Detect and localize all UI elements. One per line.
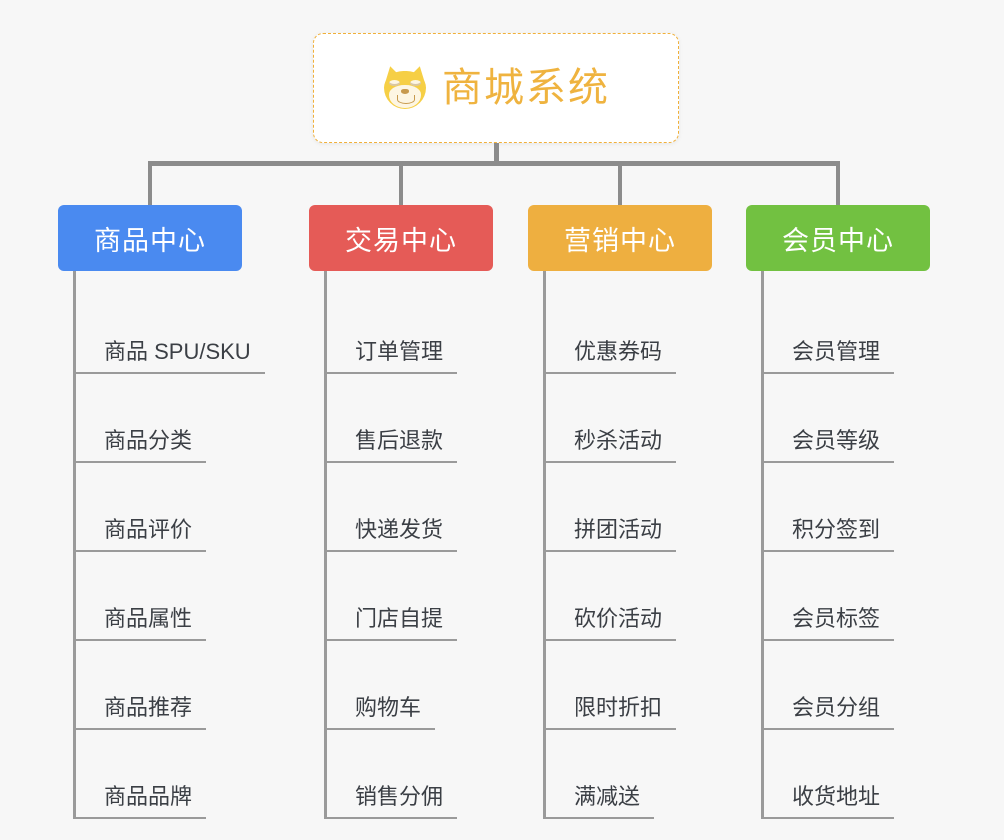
list-item[interactable]: 收货地址 (763, 730, 930, 819)
leaf-label: 限时折扣 (545, 690, 677, 730)
leaf-label: 满减送 (545, 779, 655, 819)
list-item[interactable]: 商品 SPU/SKU (76, 285, 265, 374)
leaf-label: 砍价活动 (545, 601, 677, 641)
list-item[interactable]: 快递发货 (326, 463, 493, 552)
category-column-2: 交易中心 订单管理 售后退款 快递发货 门店自提 购物车 销售分佣 (309, 205, 493, 819)
connector-drop-category-2 (399, 161, 403, 206)
dog-mouth-icon (397, 95, 415, 104)
root-node-label: 商城系统 (442, 66, 610, 110)
connector-root-stem (494, 143, 499, 164)
leaf-label: 会员等级 (763, 423, 895, 463)
leaf-label: 会员标签 (763, 601, 895, 641)
leaf-label: 购物车 (326, 690, 436, 730)
category-header-2[interactable]: 交易中心 (309, 205, 493, 271)
connector-drop-category-1 (148, 161, 152, 206)
list-item[interactable]: 会员分组 (763, 641, 930, 730)
leaf-group-4: 会员管理 会员等级 积分签到 会员标签 会员分组 收货地址 (761, 271, 930, 819)
category-header-3[interactable]: 营销中心 (528, 205, 712, 271)
list-item[interactable]: 售后退款 (326, 374, 493, 463)
leaf-group-3: 优惠券码 秒杀活动 拼团活动 砍价活动 限时折扣 满减送 (543, 271, 712, 819)
list-item[interactable]: 满减送 (545, 730, 712, 819)
leaf-label: 商品品牌 (75, 779, 207, 819)
list-item[interactable]: 商品分类 (75, 374, 265, 463)
list-item[interactable]: 销售分佣 (326, 730, 493, 819)
list-item[interactable]: 商品属性 (75, 552, 265, 641)
leaf-group-1: 商品 SPU/SKU 商品分类 商品评价 商品属性 商品推荐 商品品牌 (73, 271, 265, 819)
leaf-label: 商品评价 (75, 512, 207, 552)
connector-horizontal-bus (148, 161, 840, 166)
shiba-dog-face-icon (381, 64, 429, 110)
leaf-label: 会员分组 (763, 690, 895, 730)
leaf-label: 优惠券码 (545, 334, 677, 374)
dog-eye-right-icon (410, 80, 421, 86)
leaf-label: 门店自提 (326, 601, 458, 641)
leaf-label: 订单管理 (326, 334, 458, 374)
root-node[interactable]: 商城系统 (313, 33, 679, 143)
leaf-label: 商品分类 (75, 423, 207, 463)
list-item[interactable]: 订单管理 (326, 285, 493, 374)
list-item[interactable]: 门店自提 (326, 552, 493, 641)
list-item[interactable]: 拼团活动 (545, 463, 712, 552)
category-header-4[interactable]: 会员中心 (746, 205, 930, 271)
list-item[interactable]: 会员等级 (763, 374, 930, 463)
list-item[interactable]: 会员管理 (763, 285, 930, 374)
connector-drop-category-4 (836, 161, 840, 206)
leaf-label: 快递发货 (326, 512, 458, 552)
dog-eye-left-icon (389, 80, 400, 86)
list-item[interactable]: 商品品牌 (75, 730, 265, 819)
leaf-label: 收货地址 (763, 779, 895, 819)
list-item[interactable]: 购物车 (326, 641, 493, 730)
list-item[interactable]: 限时折扣 (545, 641, 712, 730)
leaf-label: 秒杀活动 (545, 423, 677, 463)
leaf-label: 积分签到 (763, 512, 895, 552)
list-item[interactable]: 会员标签 (763, 552, 930, 641)
list-item[interactable]: 商品推荐 (75, 641, 265, 730)
leaf-label: 商品 SPU/SKU (76, 334, 265, 374)
leaf-group-2: 订单管理 售后退款 快递发货 门店自提 购物车 销售分佣 (324, 271, 493, 819)
list-item[interactable]: 砍价活动 (545, 552, 712, 641)
dog-nose-icon (401, 89, 409, 94)
leaf-label: 会员管理 (763, 334, 895, 374)
connector-drop-category-3 (618, 161, 622, 206)
category-column-3: 营销中心 优惠券码 秒杀活动 拼团活动 砍价活动 限时折扣 满减送 (528, 205, 712, 819)
leaf-label: 拼团活动 (545, 512, 677, 552)
leaf-label: 商品属性 (75, 601, 207, 641)
leaf-label: 商品推荐 (75, 690, 207, 730)
list-item[interactable]: 优惠券码 (545, 285, 712, 374)
list-item[interactable]: 秒杀活动 (545, 374, 712, 463)
leaf-label: 销售分佣 (326, 779, 458, 819)
category-column-1: 商品中心 商品 SPU/SKU 商品分类 商品评价 商品属性 商品推荐 商品品牌 (58, 205, 265, 819)
list-item[interactable]: 积分签到 (763, 463, 930, 552)
leaf-label: 售后退款 (326, 423, 458, 463)
category-column-4: 会员中心 会员管理 会员等级 积分签到 会员标签 会员分组 收货地址 (746, 205, 930, 819)
category-header-1[interactable]: 商品中心 (58, 205, 242, 271)
list-item[interactable]: 商品评价 (75, 463, 265, 552)
